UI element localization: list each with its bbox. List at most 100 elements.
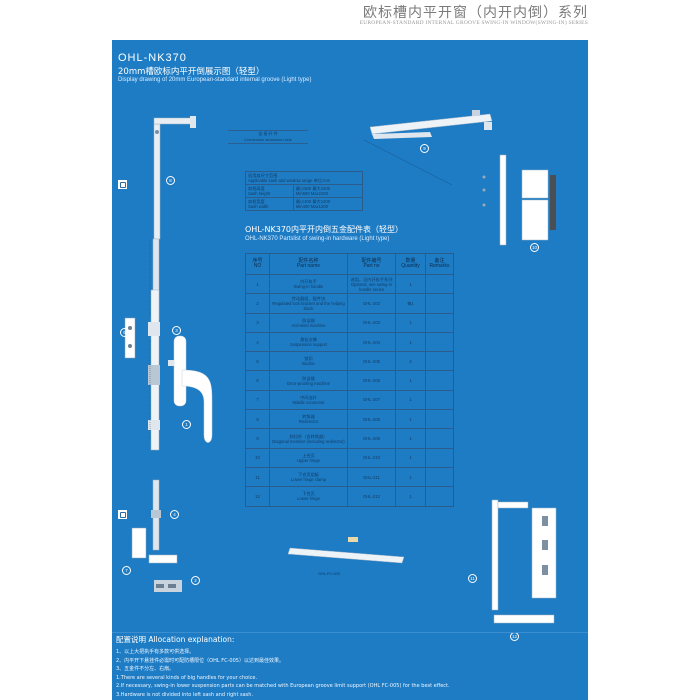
drawing-panel: OHL-NK370 20mm槽欧标内平开倒展示图（轻型） Display dra…	[112, 40, 588, 700]
part-remarks-cell	[425, 428, 454, 449]
col-remarks-en: Remarks	[429, 263, 450, 269]
part-name-en: Swing-in handle	[293, 284, 324, 290]
part-name-cn: 锁扣	[304, 356, 313, 362]
part-name-en: Upper hinge	[297, 457, 320, 463]
callout-9: 9	[420, 144, 429, 153]
part-number: OHL-209	[363, 436, 380, 442]
part-quantity: 1	[409, 397, 412, 403]
part-name-cn: 防误操	[302, 317, 315, 323]
part-no-cell: 4	[245, 331, 270, 353]
part-qty-cell: 1	[395, 447, 426, 468]
drawing-title-cn: 20mm槽欧标内平开倒展示图（轻型）	[118, 67, 265, 77]
part-no-cell: 3	[245, 312, 270, 333]
part-number-cell: OHL-207	[347, 389, 396, 411]
callout-10: 10	[530, 243, 539, 252]
part-no-cell: 1	[245, 273, 270, 295]
part-number: OHL-206	[363, 378, 380, 384]
part-name-en: Redirector	[298, 419, 319, 425]
sash-height-value-cn: 最小500 最大2400	[295, 186, 331, 191]
part-number-cell: OHL-211	[347, 466, 396, 488]
part-no-cell: 12	[245, 486, 270, 507]
part-index: 2	[256, 300, 259, 306]
upper-hinge	[482, 154, 556, 246]
parts-row: 9 斜拉杆（含转角器）Diagonal member (including red…	[245, 428, 454, 449]
swing-in-handle	[168, 335, 213, 443]
part-qty-cell: 每1	[395, 293, 426, 314]
model-number: OHL-NK370	[118, 52, 187, 64]
fc005-label: OHL-FC-005	[318, 572, 340, 576]
corner-drive-top-left	[153, 116, 196, 240]
part-index: 3	[256, 320, 259, 326]
part-index: 4	[256, 339, 259, 345]
hardware-illustration	[124, 110, 557, 624]
limit-support-fc005	[287, 537, 405, 564]
part-number: OHL-205	[363, 358, 380, 364]
part-name-cn: 中间连杆	[300, 394, 317, 400]
allocation-line: 1、以上大把执手有多款可供选择。	[116, 649, 195, 655]
part-qty-cell: 1	[395, 486, 426, 507]
part-no-cell: 11	[245, 466, 270, 488]
part-remarks-cell	[425, 466, 454, 488]
part-no-cell: 6	[245, 370, 270, 391]
part-name-cn: 上合页	[302, 452, 315, 458]
part-quantity: 1	[409, 474, 412, 480]
callout-2: 2	[191, 576, 200, 585]
transmission-left	[124, 289, 160, 451]
allocation-title: 配置说明 Allocation explanation:	[116, 635, 235, 644]
sash-height-value: 最小500 最大2400 Min500 Max2400	[292, 184, 364, 198]
drawing-title-en: Display drawing of 20mm European-standar…	[118, 77, 312, 83]
callout-1: 1	[182, 420, 191, 429]
part-qty-cell: 1	[395, 370, 426, 391]
part-name-cell: 斜拉杆（含转角器）Diagonal member (including redi…	[269, 428, 348, 449]
callout-square-5b	[118, 510, 127, 519]
part-remarks-cell	[425, 389, 454, 411]
part-name-en: Buckle	[302, 361, 315, 367]
part-quantity: 1	[409, 416, 412, 422]
sash-width-value-en: Min400 Max1200	[295, 204, 328, 209]
part-name-cn: 下合页	[302, 491, 315, 497]
part-number-cell: OHL-206	[347, 370, 396, 391]
part-number: OHL-202	[363, 300, 380, 306]
connection-box: 连 接 杆 件 Connection aluminium side	[228, 130, 308, 144]
part-name-en: Lower hinge clamp	[290, 477, 327, 483]
part-number-cell: OHL-202	[347, 293, 396, 314]
lower-drive-left	[131, 479, 182, 592]
part-remarks-cell	[425, 447, 454, 468]
part-name-en: Error-proofing machine	[287, 380, 330, 386]
col-name-cn: 配件名称	[298, 258, 319, 264]
allocation-notes: 配置说明 Allocation explanation: 1、以上大把执手有多款…	[116, 634, 450, 699]
part-index: 1	[256, 281, 259, 287]
part-quantity: 1	[409, 493, 412, 499]
partslist-title-en: OHL-NK370 Partslist of swing-in hardware…	[245, 236, 390, 242]
part-name-cn: 转角器	[302, 414, 315, 420]
part-quantity: 1	[409, 281, 412, 287]
part-index: 9	[256, 436, 259, 442]
part-name-en: Diagonal member (including redirector)	[272, 438, 345, 444]
part-number-cell: OHL-212	[347, 486, 396, 507]
part-number: 选用，见内开执手系列	[350, 276, 393, 282]
part-number-en: Optional, see swing-in handle series	[350, 281, 393, 292]
part-number-cell: OHL-210	[347, 447, 396, 468]
header-title-cn: 欧标槽内平开窗（内开内倒）系列	[363, 5, 588, 21]
callout-4: 4	[170, 510, 179, 519]
sash-height-label: 扇框高度 Sash height	[245, 184, 294, 198]
col-no-en: NO	[253, 263, 262, 269]
part-index: 12	[255, 493, 260, 499]
part-number-cell: OHL-204	[347, 331, 396, 353]
part-index: 8	[256, 416, 259, 422]
part-index: 5	[256, 358, 259, 364]
part-number: OHL-212	[363, 493, 380, 499]
size-table-header: 适用扇尺寸范围 Applicable sash and window range…	[245, 171, 363, 185]
